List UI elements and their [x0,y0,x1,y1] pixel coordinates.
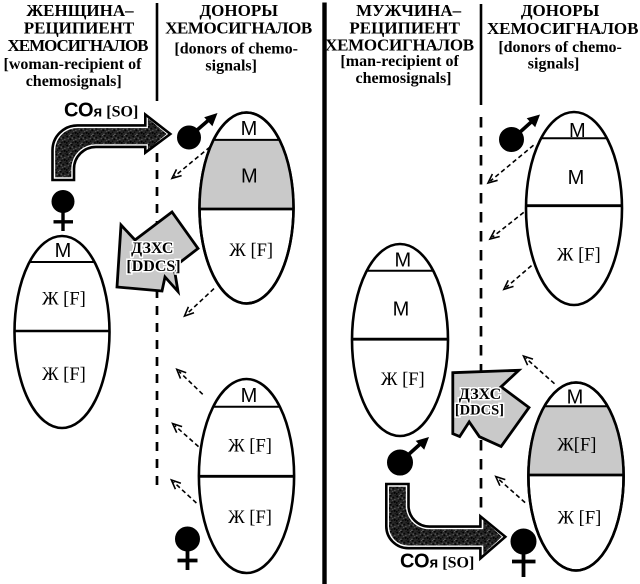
svg-text:СОя [SO]: СОя [SO] [400,551,474,573]
svg-text:М: М [394,250,411,272]
svg-text:М: М [567,387,584,409]
svg-text:ХЕМОСИГНАЛОВ: ХЕМОСИГНАЛОВ [165,19,312,38]
svg-text:chemosignals]: chemosignals] [26,73,122,90]
svg-text:[DDCS]: [DDCS] [126,258,180,275]
svg-text:[donors of chemo-: [donors of chemo- [498,39,622,56]
svg-text:М: М [241,118,258,140]
svg-text:Ж [F]: Ж [F] [228,508,272,528]
svg-text:М: М [569,120,586,142]
svg-text:РЕЦИПИЕНТ: РЕЦИПИЕНТ [349,19,460,38]
svg-text:МУЖЧИНА–: МУЖЧИНА– [356,1,462,20]
svg-text:ХЕМОСИГНАЛОВ: ХЕМОСИГНАЛОВ [487,19,639,38]
svg-text:Ж [F]: Ж [F] [42,365,86,385]
svg-text:ДОНОРЫ: ДОНОРЫ [521,1,600,20]
svg-text:ДЗХС: ДЗХС [459,386,501,403]
svg-text:М: М [55,240,72,262]
svg-text:М: М [241,166,258,188]
svg-text:Ж [F]: Ж [F] [229,241,273,261]
svg-text:ДОНОРЫ: ДОНОРЫ [199,1,278,20]
svg-text:Ж[F]: Ж[F] [557,435,596,455]
svg-text:Ж [F]: Ж [F] [42,290,86,310]
svg-text:chemosignals]: chemosignals] [356,70,452,87]
svg-text:ХЕМОСИГНАЛОВ: ХЕМОСИГНАЛОВ [8,36,149,55]
svg-text:[woman-recipient of: [woman-recipient of [4,56,143,73]
svg-text:signals]: signals] [205,58,257,75]
svg-text:Ж [F]: Ж [F] [228,436,272,456]
svg-text:ХЕМОСИГНАЛОВ: ХЕМОСИГНАЛОВ [325,36,474,55]
svg-text:[donors of chemo-: [donors of chemo- [174,41,298,58]
svg-text:Ж [F]: Ж [F] [557,509,601,529]
svg-text:Ж [F]: Ж [F] [557,246,601,266]
svg-text:[DDCS]: [DDCS] [455,403,504,419]
svg-text:М: М [393,299,410,321]
svg-text:М: М [241,385,258,407]
svg-text:РЕЦИПИЕНТ: РЕЦИПИЕНТ [24,19,135,38]
svg-text:signals]: signals] [528,56,580,73]
svg-text:[man-recipient of: [man-recipient of [340,53,459,70]
svg-text:ЖЕНЩИНА–: ЖЕНЩИНА– [26,1,134,20]
svg-text:Ж [F]: Ж [F] [381,370,425,390]
svg-text:ДЗХС: ДЗХС [131,240,173,257]
svg-text:М: М [568,167,585,189]
svg-text:СОя [SO]: СОя [SO] [64,100,138,122]
